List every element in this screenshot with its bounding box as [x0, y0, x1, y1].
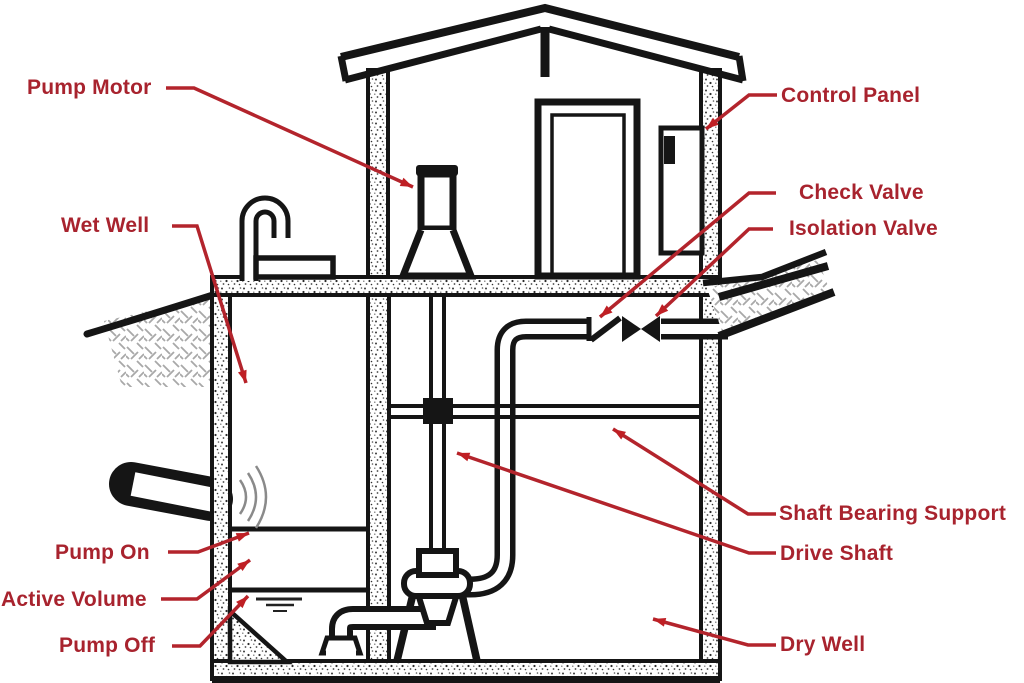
- label-active-volume: Active Volume: [1, 588, 147, 611]
- leader-control-panel: [704, 93, 777, 131]
- wet-well-left-wall: [210, 275, 232, 665]
- leader-wet-well: [172, 224, 248, 384]
- bearing-block: [423, 398, 453, 424]
- check-valve-shape: [586, 315, 622, 343]
- structure-walls: [210, 68, 722, 681]
- leader-pump-motor: [166, 86, 414, 189]
- inflow-arcs: [238, 465, 268, 529]
- shaft-bearing-support-shape: [390, 398, 700, 424]
- label-pump-off: Pump Off: [59, 634, 156, 657]
- leader-pump-off: [172, 594, 250, 648]
- leader-isolation-valve: [654, 227, 773, 318]
- label-dry-well: Dry Well: [780, 633, 866, 656]
- label-check-valve: Check Valve: [799, 181, 924, 204]
- force-main-right: [702, 248, 836, 340]
- label-wet-well: Wet Well: [61, 214, 150, 237]
- leader-lines: [161, 86, 777, 648]
- label-isolation-valve: Isolation Valve: [789, 217, 938, 240]
- pump-house-roof: [337, 3, 747, 84]
- leader-pump-on: [168, 531, 250, 554]
- drive-shaft-shape: [429, 296, 446, 553]
- suction-bellmouth: [318, 635, 364, 656]
- leader-check-valve: [598, 191, 776, 319]
- influent-pipe: [109, 462, 233, 521]
- pump-shape: [401, 548, 473, 626]
- wet-well-benching: [227, 605, 293, 665]
- label-shaft-bearing-support: Shaft Bearing Support: [779, 502, 1007, 525]
- discharge-pipe: [446, 318, 728, 598]
- shaft-coupling: [416, 548, 459, 578]
- leader-shaft-bearing-support: [612, 427, 776, 516]
- suction-pipe: [318, 606, 436, 656]
- label-drive-shaft: Drive Shaft: [780, 542, 894, 565]
- door: [534, 98, 641, 280]
- access-hatch: [253, 255, 336, 280]
- pump-motor-shape: [397, 165, 477, 280]
- control-panel-handle: [664, 136, 675, 164]
- motor-cap: [416, 165, 458, 176]
- label-control-panel: Control Panel: [781, 84, 921, 107]
- ground-left: [83, 291, 217, 387]
- isolation-valve-shape: [622, 316, 660, 342]
- vent-pipe: [239, 195, 291, 281]
- wet-well-levels: [230, 465, 368, 612]
- leader-dry-well: [652, 617, 776, 647]
- label-pump-motor: Pump Motor: [27, 76, 152, 99]
- control-panel-box: [658, 125, 705, 256]
- label-pump-on: Pump On: [55, 541, 150, 564]
- leader-active-volume: [161, 558, 252, 601]
- leader-drive-shaft: [456, 451, 776, 555]
- dry-well-machinery: [318, 296, 728, 662]
